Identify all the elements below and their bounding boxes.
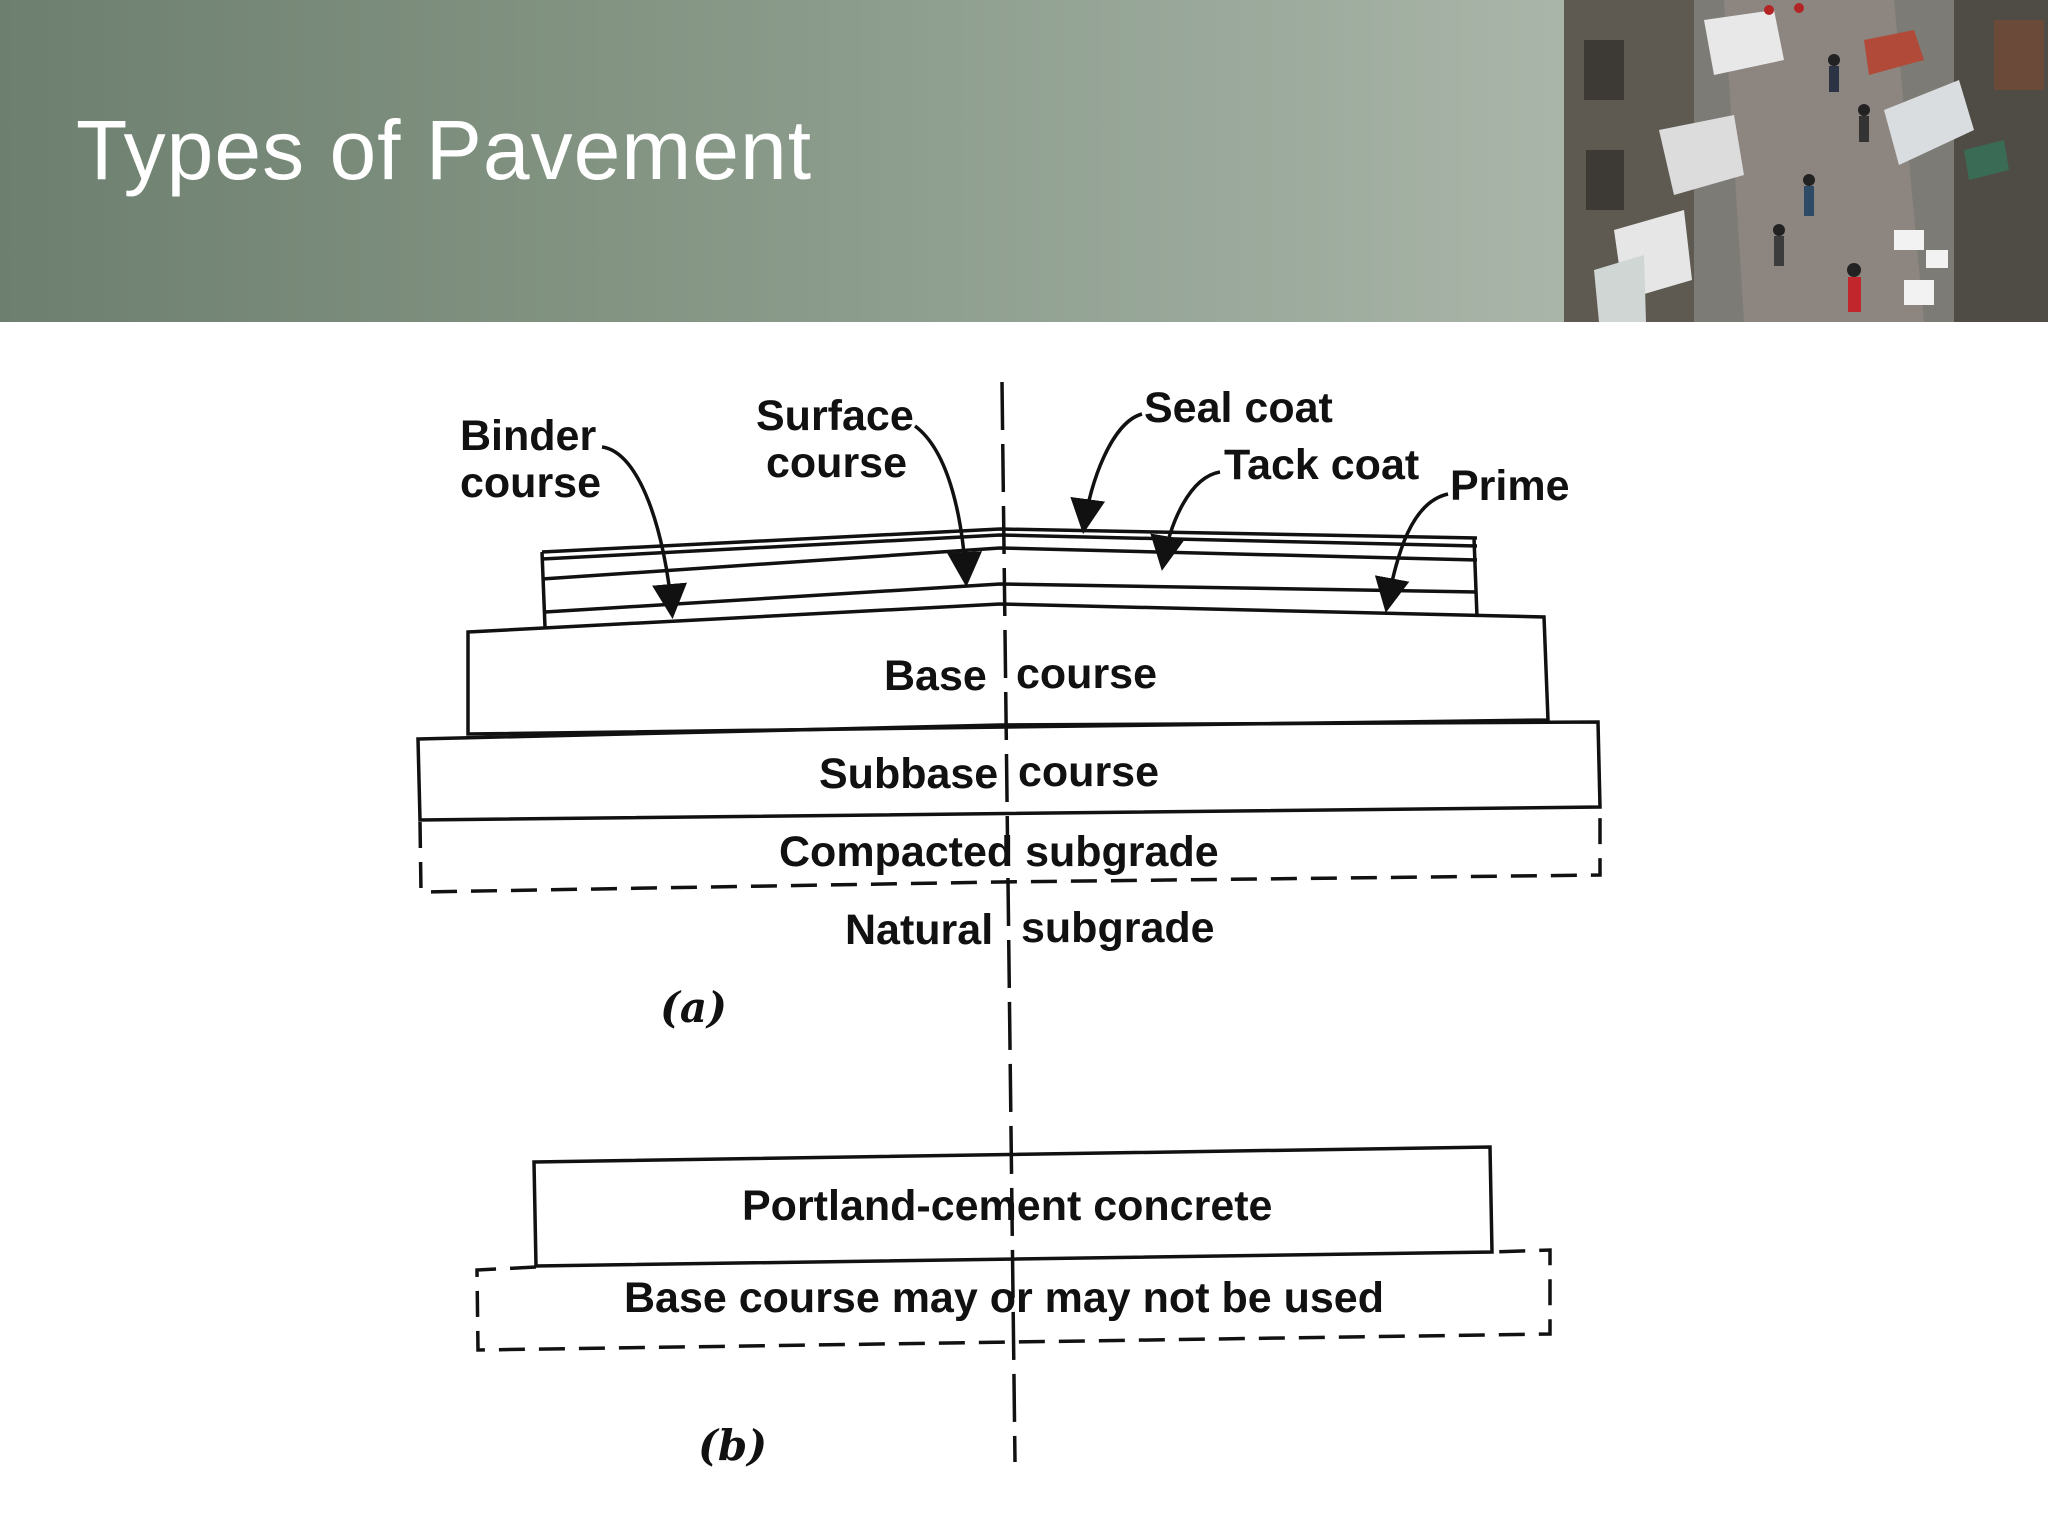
centerline xyxy=(1000,381,1017,1463)
seal-coat-arrow xyxy=(1070,412,1143,534)
base-label-left: Base xyxy=(884,652,987,700)
surface-label-line1: Surface xyxy=(756,392,914,440)
prime-arrow xyxy=(1374,492,1449,613)
natural-label-right: subgrade xyxy=(1021,904,1215,952)
binder-course-line xyxy=(544,582,1478,614)
prime-label: Prime xyxy=(1450,462,1570,510)
caption-b: (b) xyxy=(698,1421,767,1470)
surface-course-line xyxy=(541,546,1478,581)
optional-base-boundary xyxy=(475,1248,1552,1352)
subbase-course-layer xyxy=(416,720,1602,822)
caption-a: (a) xyxy=(660,983,727,1032)
slide-title: Types of Pavement xyxy=(76,103,813,197)
pavement-cross-section-diagram: Binder course Surface course Seal coat T… xyxy=(416,381,1602,1470)
concrete-label: Portland-cement concrete xyxy=(742,1182,1272,1230)
natural-label-left: Natural xyxy=(845,906,993,954)
base-course-layer xyxy=(466,602,1550,736)
surface-label-line2: course xyxy=(766,439,907,487)
compacted-subgrade-label: Compacted subgrade xyxy=(779,828,1219,876)
tack-coat-arrow xyxy=(1150,470,1221,571)
binder-arrow xyxy=(601,445,687,619)
surface-arrow xyxy=(913,424,983,587)
seal-coat-line xyxy=(541,527,1478,554)
tack-coat-label: Tack coat xyxy=(1224,441,1419,489)
optional-base-label: Base course may or may not be used xyxy=(624,1274,1384,1322)
seal-coat-label: Seal coat xyxy=(1144,384,1333,432)
base-label-right: course xyxy=(1016,650,1157,698)
title-banner: Types of Pavement xyxy=(0,0,2048,322)
binder-label-line2: course xyxy=(460,459,601,507)
compacted-subgrade-boundary xyxy=(418,804,1602,894)
street-photo xyxy=(1564,0,2048,322)
subbase-label-left: Subbase xyxy=(819,750,998,798)
binder-label-line1: Binder xyxy=(460,412,596,460)
concrete-slab xyxy=(532,1145,1494,1268)
subbase-label-right: course xyxy=(1018,748,1159,796)
